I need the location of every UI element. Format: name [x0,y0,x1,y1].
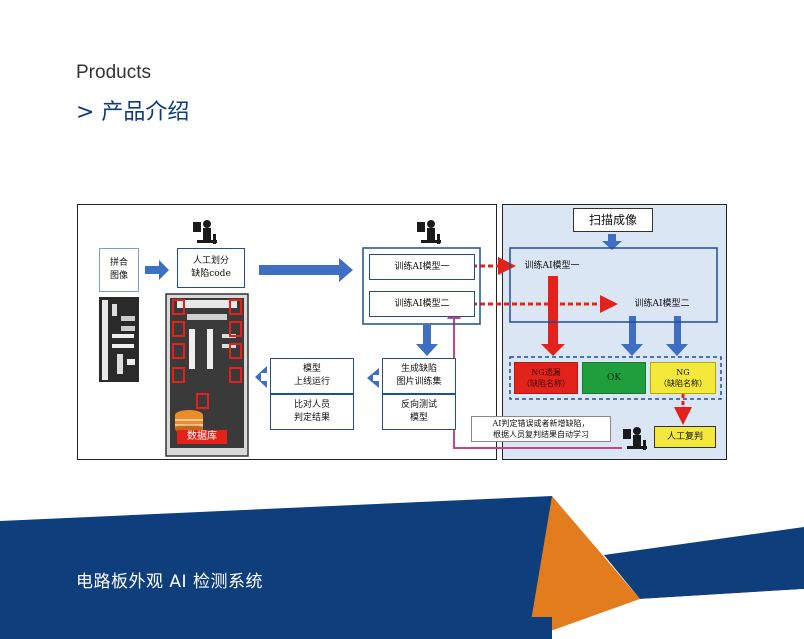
operator-icon-3 [623,427,647,450]
feedback-line-2: 根据人员复判结果自动学习 [493,430,589,439]
products-label: Products [76,62,151,83]
feedback-loop [447,305,622,449]
operator-icon-1 [193,220,217,244]
arrow-online-to-db [255,366,267,388]
ng-missed-line-2: （缺陷名称） [522,379,570,388]
database-label: 数据库 [177,430,227,444]
reverse-line-2: 模型 [409,413,428,423]
feedback-box: AI判定错误或者新增缺陷， 根据人员复判结果自动学习 [471,416,611,442]
ok-box: OK [582,362,646,394]
gen-line-2: 图片训练集 [396,377,442,387]
footer-navy-left [0,496,552,639]
ng-missed-box: NG遗漏 （缺陷名称） [514,362,578,394]
footer-navy-lower [0,617,552,639]
model-online-box: 模型 上线运行 [270,358,354,394]
right-train-model-2-box: 训练AI模型二 [634,298,690,309]
result-dashed-frame [509,356,722,400]
compare-line-1: 比对人员 [293,400,330,410]
reverse-line-1: 反向测试 [400,400,437,410]
train-model-2-box: 训练AI模型二 [369,291,475,317]
stitch-line-1: 拼合 [109,258,128,268]
arrow-gen-to-online [367,368,379,388]
manual-line-2: 缺陷code [191,269,231,279]
pcb-image-raw [99,297,139,382]
ng-missed-line-1: NG遗漏 [531,368,561,377]
online-line-1: 模型 [302,364,321,374]
flow-arrows [99,220,722,457]
gen-line-1: 生成缺陷 [400,364,437,374]
arrow-scan-down [602,234,622,250]
compare-line-2: 判定结果 [293,413,330,423]
footer-title: 电路板外观 AI 检测系统 [76,572,263,592]
train-model-1-box: 训练AI模型一 [369,254,475,280]
operator-icon-2 [417,220,441,244]
arrow-red-down [541,276,565,356]
stitch-image-box: 拼合 图像 [99,248,139,292]
footer-orange-triangle [528,496,640,639]
arrow-ok-down [621,316,643,356]
ai-inspection-flow-diagram: 扫描成像 拼合 图像 人工划分 缺陷code 训练AI模型一 训练AI模型二 生… [77,204,727,460]
manual-line-1: 人工划分 [192,256,229,266]
footer-navy-right [604,527,804,599]
footer-banner [0,496,804,639]
model-group-frame [362,247,481,325]
page-title: > 产品介绍 [76,100,190,125]
online-line-2: 上线运行 [293,377,330,387]
compare-result-box: 比对人员 判定结果 [270,394,354,430]
feedback-line-1: AI判定错误或者新增缺陷， [492,419,590,428]
right-model-frame [509,247,718,323]
ng-box: NG （缺陷名称） [650,362,716,394]
generate-defect-box: 生成缺陷 图片训练集 [382,358,456,394]
arrow-stitch-to-manual [145,260,169,280]
footer-navy-bottom [528,589,804,639]
manual-review-box: 人工复判 [654,426,716,448]
arrow-ng-down [666,316,688,356]
stitch-line-2: 图像 [109,271,128,281]
arrow-model-to-gen [416,325,438,356]
ng-line-1: NG [676,368,690,377]
manual-defect-box: 人工划分 缺陷code [177,248,245,288]
right-train-model-1-box: 训练AI模型一 [524,260,580,271]
reverse-test-box: 反向测试 模型 [382,394,456,430]
scan-imaging-box: 扫描成像 [573,208,653,232]
ng-line-2: （缺陷名称） [659,379,707,388]
arrow-manual-to-model [259,258,353,282]
